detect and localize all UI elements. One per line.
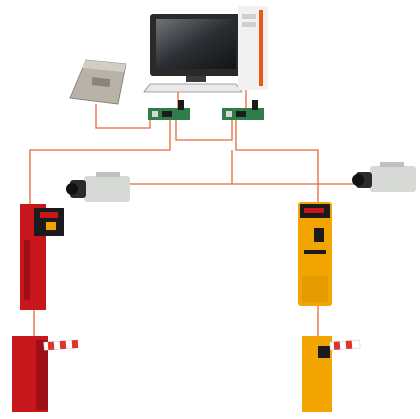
controller-board-icon [148,100,190,120]
cctv-camera-icon [352,162,416,192]
cctv-camera-icon [66,172,130,202]
pc-tower-bay [242,22,256,27]
desktop-computer-icon [143,6,268,93]
keyboard [143,83,243,93]
controller-board-icon [222,100,264,120]
connection-wires [29,87,362,336]
card-reader-icon [69,59,127,105]
boom-barrier-icon [302,336,361,412]
wire-left-controller-to-right-lane [175,120,233,141]
ticket-dispenser-icon [20,204,64,310]
pc-tower-bay [242,14,256,19]
monitor-screen [156,19,236,69]
monitor-stand [186,76,206,82]
ticket-dispenser-icon [298,202,332,306]
wire-left-controller-to-lane [29,120,171,204]
wire-right-controller-to-lane [235,120,319,204]
boom-barrier-icon [12,336,79,412]
wire-reader-to-controller [95,104,151,129]
pc-tower-stripe [259,10,263,86]
